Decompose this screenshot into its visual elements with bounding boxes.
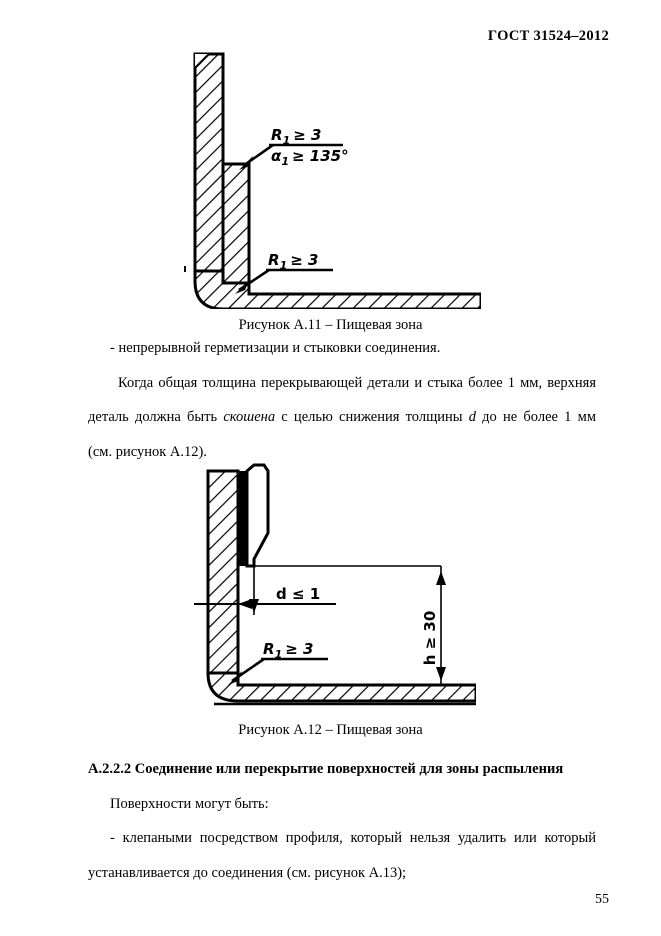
overlap-plate xyxy=(221,162,250,285)
paragraph-surfaces-intro: Поверхности могут быть: xyxy=(110,795,269,812)
bottom-horizontal-member xyxy=(193,269,481,309)
line2-part-b: с целью снижения толщины xyxy=(275,409,469,425)
leader-arrow-upper xyxy=(238,156,253,170)
paragraph-thickness: Когда общая толщина перекрывающей детали… xyxy=(88,374,596,460)
figure-a11-caption: Рисунок А.11 – Пищевая зона xyxy=(238,317,423,333)
section-heading-a222: А.2.2.2 Соединение или перекрытие поверх… xyxy=(88,761,564,777)
sealant-strip xyxy=(237,471,247,566)
line2-italic-skoshena: скошена xyxy=(223,409,276,425)
line2-part-a: деталь должна быть xyxy=(88,409,224,425)
bullet-paragraph: - непрерывной герметизации и стыковки со… xyxy=(110,340,441,356)
paragraph-riveted-line-2: устанавливается до соединения (см. рисун… xyxy=(88,864,407,881)
paragraph-thickness-line-3: (см. рисунок А.12). xyxy=(88,443,207,460)
figure-a11: R1≥ 3 α1≥ 135° R1≥ 3 Рисунок А.11 – Пище… xyxy=(0,44,661,334)
bottom-horizontal-member xyxy=(205,671,476,703)
paragraph-riveted-line-1: - клепаными посредством профиля, который… xyxy=(110,830,596,846)
vertical-wall xyxy=(193,52,224,273)
leader-arrow-radius xyxy=(227,671,242,685)
line2-italic-d: d xyxy=(468,409,476,425)
figure-a12-caption: Рисунок А.12 – Пищевая зона xyxy=(238,722,423,738)
label-height-h: h ≥ 30 xyxy=(421,611,439,666)
leader-arrow-lower xyxy=(234,280,249,294)
paragraph-riveted: - клепаными посредством профиля, который… xyxy=(88,831,596,880)
arrow-d-left xyxy=(237,599,252,609)
chamfered-upper-part xyxy=(245,463,269,568)
line2-part-c: до не более 1 мм xyxy=(475,409,596,425)
page-number: 55 xyxy=(595,892,609,907)
paragraph-thickness-line-1: Когда общая толщина перекрывающей детали… xyxy=(118,374,596,391)
label-radius: R1≥ 3 xyxy=(263,640,313,661)
document-standard-header: ГОСТ 31524–2012 xyxy=(487,28,609,44)
figure-a12: d ≤ 1 h ≥ 30 R1≥ 3 Рисунок А.12 – Пищева… xyxy=(0,463,661,739)
label-radius-upper: R1≥ 3 xyxy=(271,126,321,147)
label-angle-upper: α1≥ 135° xyxy=(271,147,349,168)
label-thickness-d: d ≤ 1 xyxy=(276,585,320,603)
paragraph-thickness-line-2: деталь должна быть скошена с целью сниже… xyxy=(88,410,596,425)
vertical-wall xyxy=(206,469,239,675)
label-radius-lower: R1≥ 3 xyxy=(268,251,318,272)
body-text-block-1: - непрерывной герметизации и стыковки со… xyxy=(88,341,596,459)
arrow-h-down xyxy=(435,667,446,681)
figure-a11-drawing: R1≥ 3 α1≥ 135° R1≥ 3 xyxy=(183,52,481,309)
body-text-block-2: А.2.2.2 Соединение или перекрытие поверх… xyxy=(88,762,596,880)
figure-a12-drawing: d ≤ 1 h ≥ 30 R1≥ 3 xyxy=(193,463,476,706)
arrow-h-up xyxy=(435,571,446,585)
